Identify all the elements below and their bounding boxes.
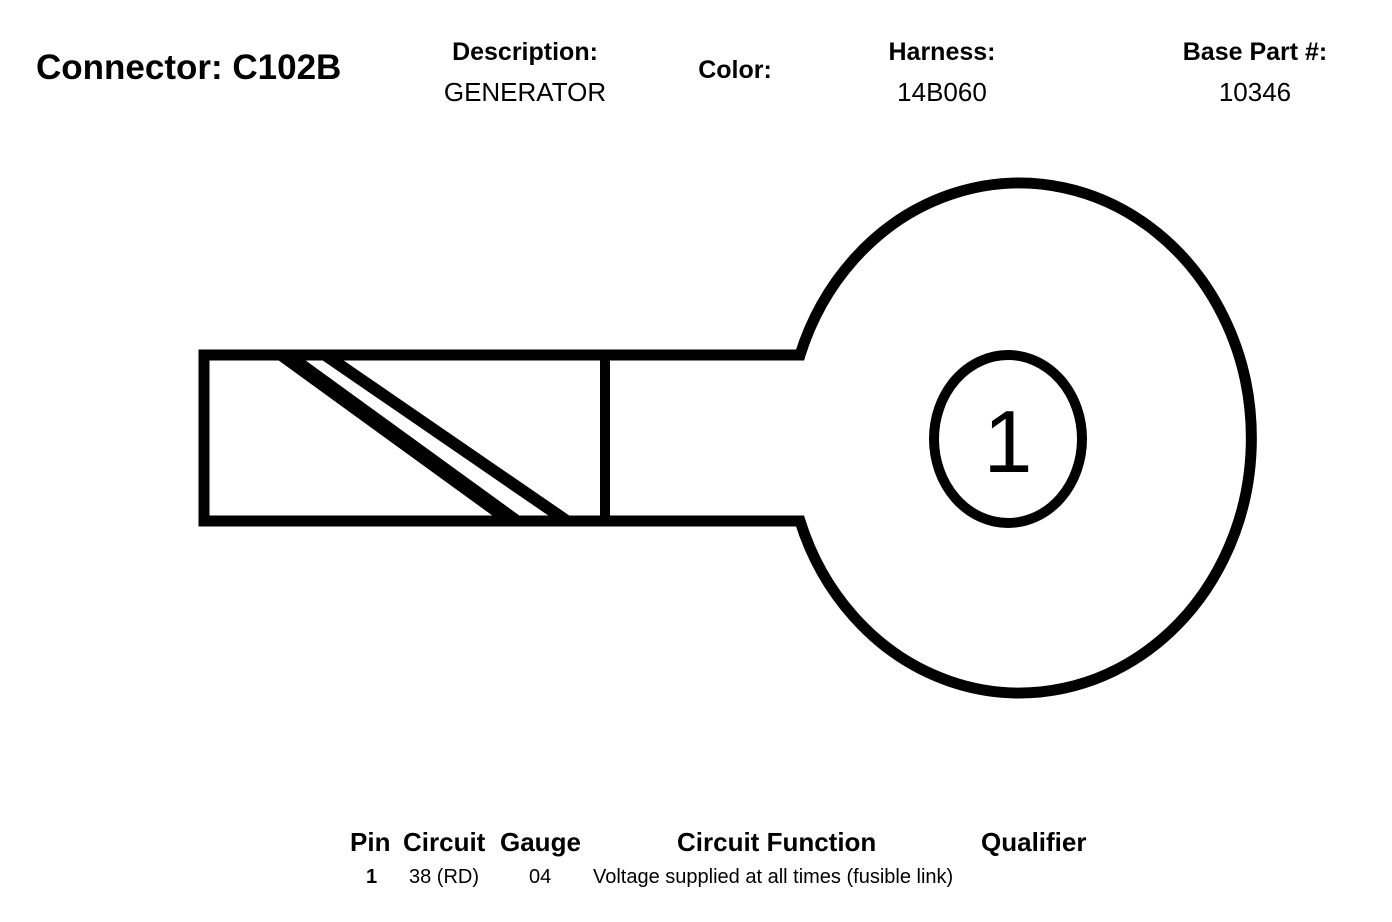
circuit-cell: 38 (RD) bbox=[409, 866, 480, 888]
base-part-block: Base Part #: 10346 bbox=[1160, 37, 1350, 109]
column-header-circuit: Circuit bbox=[403, 827, 486, 857]
crimp-stripe bbox=[278, 360, 520, 516]
column-header-circuit-function: Circuit Function bbox=[677, 827, 877, 857]
color-label: Color: bbox=[698, 56, 772, 84]
harness-label: Harness: bbox=[888, 38, 996, 66]
column-header-pin: Pin bbox=[350, 827, 391, 857]
terminal-outline bbox=[198, 177, 1257, 699]
pin-circle bbox=[929, 350, 1087, 528]
column-header-gauge: Gauge bbox=[500, 827, 581, 857]
base-part-value: 10346 bbox=[1218, 77, 1292, 107]
description-label: Description: bbox=[452, 38, 598, 66]
column-header-qualifier: Qualifier bbox=[981, 827, 1087, 857]
pin-number-label: 1 bbox=[984, 392, 1033, 491]
harness-block: Harness: 14B060 bbox=[860, 37, 1024, 109]
base-part-label: Base Part #: bbox=[1182, 38, 1328, 66]
circuit-function-cell: Voltage supplied at all times (fusible l… bbox=[593, 866, 954, 888]
pin-cell: 1 bbox=[366, 866, 378, 888]
description-value: GENERATOR bbox=[443, 77, 607, 107]
crimp-stripe bbox=[322, 360, 570, 516]
description-block: Description: GENERATOR bbox=[420, 37, 630, 109]
gauge-cell: 04 bbox=[529, 866, 552, 888]
connector-title: Connector: C102B bbox=[36, 48, 342, 87]
harness-value: 14B060 bbox=[897, 77, 987, 107]
color-block: Color: bbox=[680, 55, 790, 85]
